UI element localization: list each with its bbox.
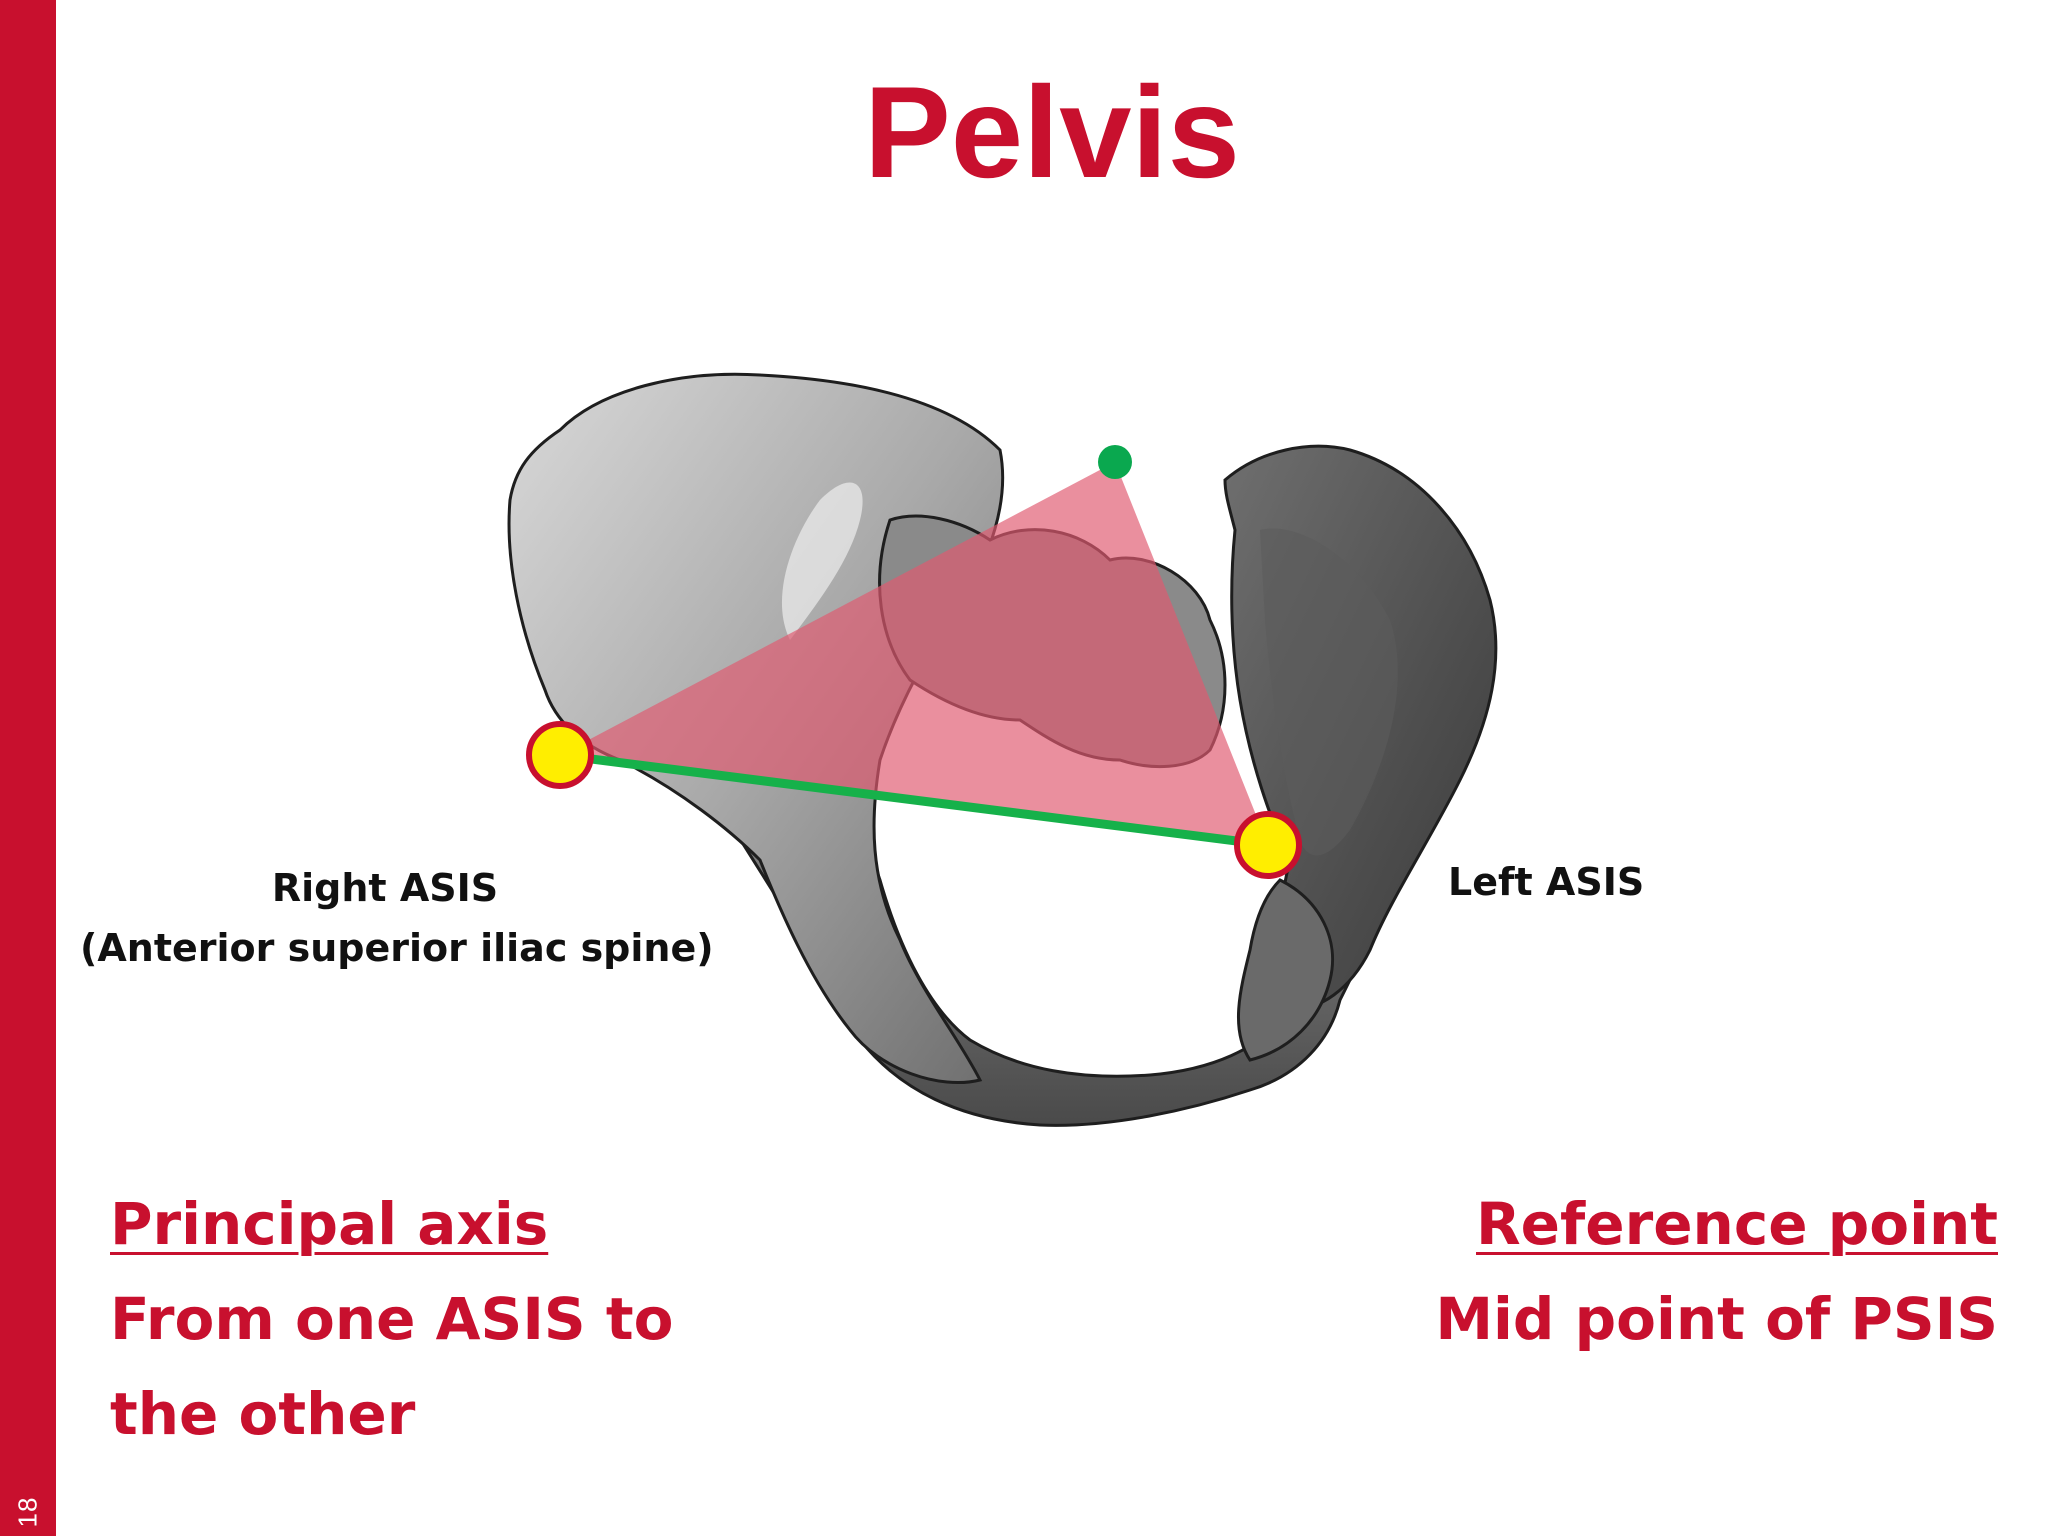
psis-midpoint-marker [1098, 445, 1132, 479]
slide-title: Pelvis [864, 59, 1240, 205]
right-asis-marker [526, 721, 594, 789]
principal-axis-line1: From one ASIS to [110, 1285, 674, 1353]
principal-axis-block: Principal axis From one ASIS to the othe… [110, 1177, 673, 1462]
right-ilium-fold [781, 482, 863, 640]
right-asis-label-title: Right ASIS [271, 866, 499, 910]
side-accent-bar: 18 [0, 0, 56, 1536]
obturator-shape [1237, 878, 1335, 1062]
left-ilium-inner [1260, 528, 1398, 856]
reference-triangle [560, 462, 1268, 845]
reference-point-line1: Mid point of PSIS [1435, 1285, 1998, 1353]
left-asis-marker [1234, 811, 1302, 879]
reference-point-heading: Reference point [1476, 1190, 1998, 1258]
principal-axis-line2: the other [110, 1380, 416, 1448]
principal-axis-line [559, 750, 1269, 850]
left-asis-label: Left ASIS [1448, 860, 1645, 904]
reference-point-block: Reference point Mid point of PSIS [1435, 1177, 1998, 1367]
principal-axis-heading: Principal axis [110, 1190, 549, 1258]
right-asis-label-description: (Anterior superior iliac spine) [80, 926, 714, 970]
right-asis-label: Right ASIS (Anterior superior iliac spin… [80, 858, 714, 978]
